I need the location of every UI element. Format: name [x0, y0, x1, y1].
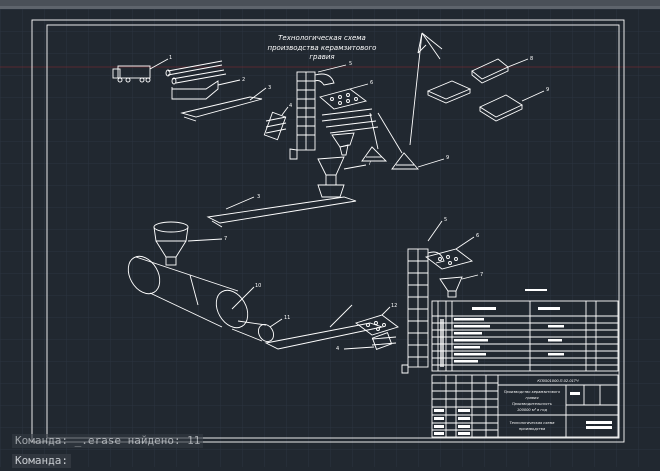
callout-7b: 7: [224, 236, 227, 242]
distribution-arrows: [409, 32, 443, 146]
drawing-title-line1: Технологическая схема: [278, 34, 366, 42]
callout-2: 2: [242, 77, 245, 83]
callout-3: 3: [268, 85, 271, 91]
callout-12: 12: [391, 303, 397, 309]
toolbar-edge: [0, 6, 660, 9]
rotary-kiln-shape: [127, 255, 283, 342]
middle-hopper-shape: [317, 156, 367, 198]
roll-crusher-shape: [263, 106, 289, 141]
project-line4: 100000 м³ в год: [517, 408, 548, 412]
callout-5b: 5: [444, 217, 447, 223]
outer-frame: [31, 19, 625, 443]
box-feeder-shape: [165, 60, 241, 100]
callout-9: 9: [446, 155, 449, 161]
toolbar-strip: [0, 0, 660, 9]
command-line-panel: Команда: _.erase найдено: 11 Команда:: [0, 432, 660, 468]
model-grid: [0, 9, 660, 467]
callout-6: 6: [370, 80, 373, 86]
command-prompt-input[interactable]: Команда:: [12, 454, 71, 468]
vibrating-screen-shape: [319, 83, 369, 110]
dryer-drum-shape: [321, 108, 379, 156]
title-block: [431, 374, 619, 438]
project-line2: гравия: [526, 396, 540, 400]
bottom-screen-shape: [343, 306, 399, 350]
bucket-elevator-shape: [289, 64, 347, 160]
drawing-canvas[interactable]: Технологическая схема производства керам…: [0, 9, 660, 467]
sheet-title-line2: производства: [519, 427, 545, 431]
truck-shape: [112, 58, 169, 83]
callout-6b: 6: [476, 233, 479, 239]
callout-8: 8: [530, 56, 533, 62]
project-line1: Производство керамзитового: [504, 390, 561, 394]
second-elevator-shape: [401, 220, 445, 374]
project-line3: Производительность: [512, 402, 552, 406]
belt-conveyor-shape: [180, 87, 267, 122]
doc-code: КП0501000.П.02.01ТЧ: [537, 379, 579, 383]
drawing-title-line2: производства керамзитового: [268, 44, 377, 52]
callout-7: 7: [368, 161, 371, 167]
callout-9b: 9: [546, 87, 549, 93]
callout-3b: 3: [257, 194, 260, 200]
feed-hopper-shape: [153, 221, 223, 266]
cooler-conveyor-shape: [264, 304, 384, 350]
callout-10: 10: [255, 283, 261, 289]
storage-bins-shape: [426, 58, 545, 122]
sheet-title-line1: Технологическая схема: [509, 421, 554, 425]
callout-5: 5: [349, 61, 352, 67]
inner-frame: [46, 24, 620, 439]
upper-right-screen-shape: [424, 236, 479, 298]
callout-4b: 4: [336, 346, 339, 352]
material-heaps-shape: [361, 112, 445, 170]
callout-1: 1: [169, 55, 172, 61]
callout-4: 4: [289, 103, 292, 109]
command-history-line: Команда: _.erase найдено: 11: [12, 434, 204, 448]
long-conveyor-shape: [206, 196, 357, 228]
drawing-title-line3: гравия: [309, 53, 334, 61]
specification-table: [431, 289, 619, 372]
callout-11: 11: [284, 315, 290, 321]
callout-7c: 7: [480, 272, 483, 278]
